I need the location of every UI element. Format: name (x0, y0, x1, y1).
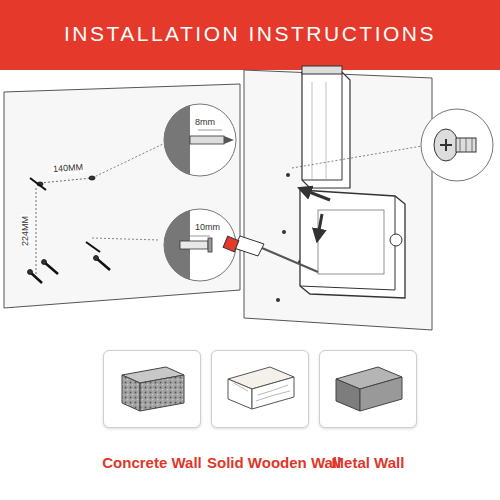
wall-type-label: Solid Wooden Wall (207, 454, 313, 471)
wall-type-label: Metal Wall (315, 454, 421, 471)
card-frame (103, 350, 201, 428)
wall-type-card: Metal Wall (315, 350, 421, 471)
wall-type-card: Concrete Wall (99, 350, 205, 471)
wall-material-icon (320, 351, 416, 427)
dimension-label: 224MM (21, 215, 31, 247)
wall-material-icon (212, 351, 308, 427)
wall-type-label: Concrete Wall (99, 454, 205, 471)
card-frame (319, 350, 417, 428)
dimension-label: 10mm (194, 223, 221, 233)
card-frame (211, 350, 309, 428)
wall-material-icon (104, 351, 200, 427)
title-text: INSTALLATION INSTRUCTIONS (0, 22, 500, 46)
dimension-label: 8mm (194, 118, 216, 128)
wall-type-card: Solid Wooden Wall (207, 350, 313, 471)
